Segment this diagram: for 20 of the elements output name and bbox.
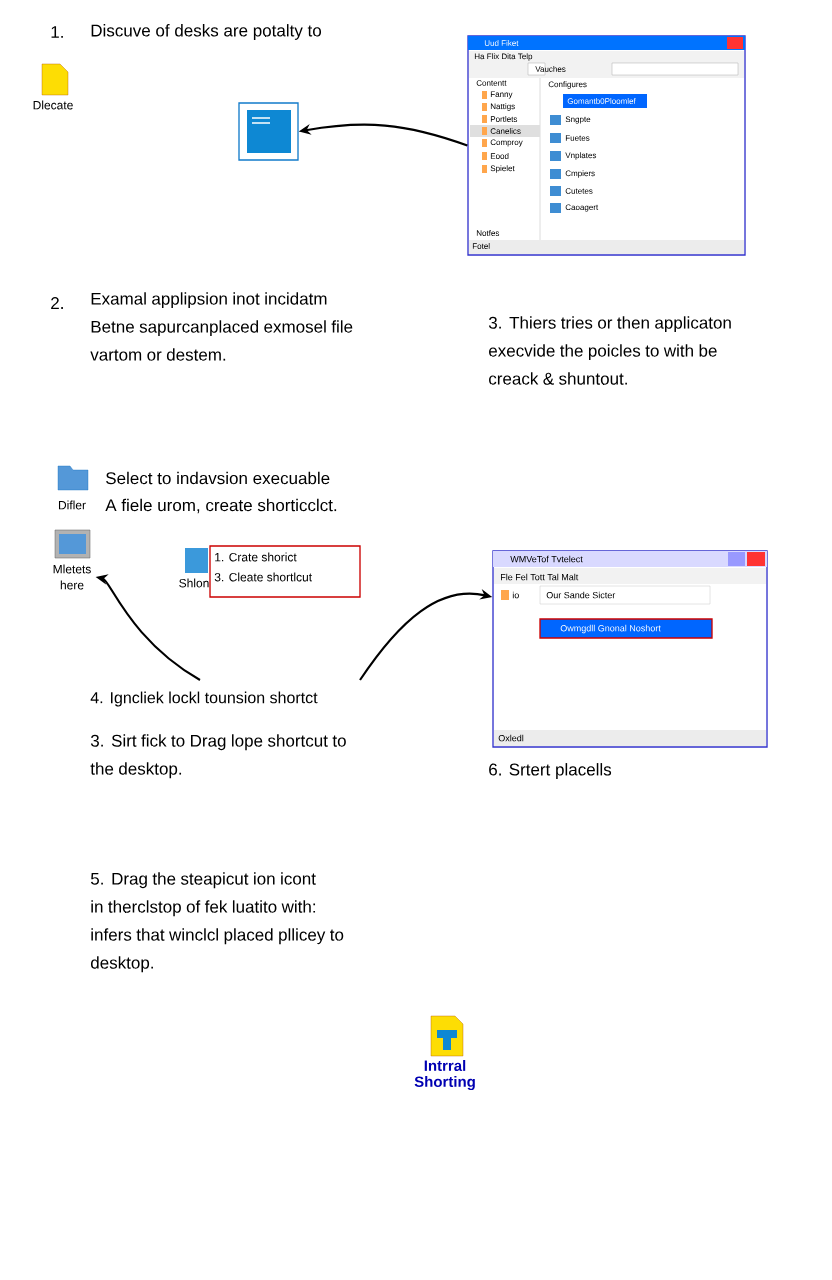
step-text: 3. Sirt fick to Drag lope shortcut to the desktop. [90, 734, 346, 779]
step-text: Select to indavsion execuable [106, 471, 330, 485]
icon-label: Mletets here [53, 564, 91, 590]
icon-label: Shlon [179, 578, 209, 588]
app-icon [238, 102, 299, 161]
icon-label: Intrral Shorting [414, 1060, 475, 1091]
step-text: Discuve of desks are potalty to [91, 24, 322, 40]
icon-label: Difler [59, 500, 86, 510]
menu-box: 1. Crate shorict 3. Cleate shortlcut [209, 545, 361, 598]
window-drawing: Uud Fiket Ha Flix Dita Telp Contentt Fanny Nattigs Portlets Canelics Comproy Eood Spielet Configures Gomantb0Ploomlef Sngpte Fuetes Vnplates Cmpiers Cutetes Caoagert Notfes Fotel Vauches [467, 35, 746, 256]
step-text: 3. Thiers tries or then applicaton execvide the poicles to with be creack & shuntout. [488, 316, 731, 385]
step-text: Examal applipsion inot incidatm Betne sapurcanplaced exmosel file vartom or destem. [90, 292, 353, 361]
step-number: 2. [51, 297, 63, 309]
step-text: 5. Drag the steapicut ion icont in therclstop of fek luatito with: infers that winclcl placed pllicey to desktop. [90, 872, 344, 973]
icon-label: Dlecate [33, 100, 73, 110]
step-text: A fiele urom, create shorticclct. [105, 498, 337, 514]
step-number: 1. [51, 26, 63, 38]
window-drawing: WMVeTof Tvtelect Fle Fel Tott Tal Malt io Our Sande Sicter Owmgdll Gnonal Noshort Oxledl [492, 550, 768, 748]
step-text: 4. Igncliek lockl tounsion shortct [90, 691, 318, 707]
step-text: 6. Srtert placells [489, 763, 612, 779]
